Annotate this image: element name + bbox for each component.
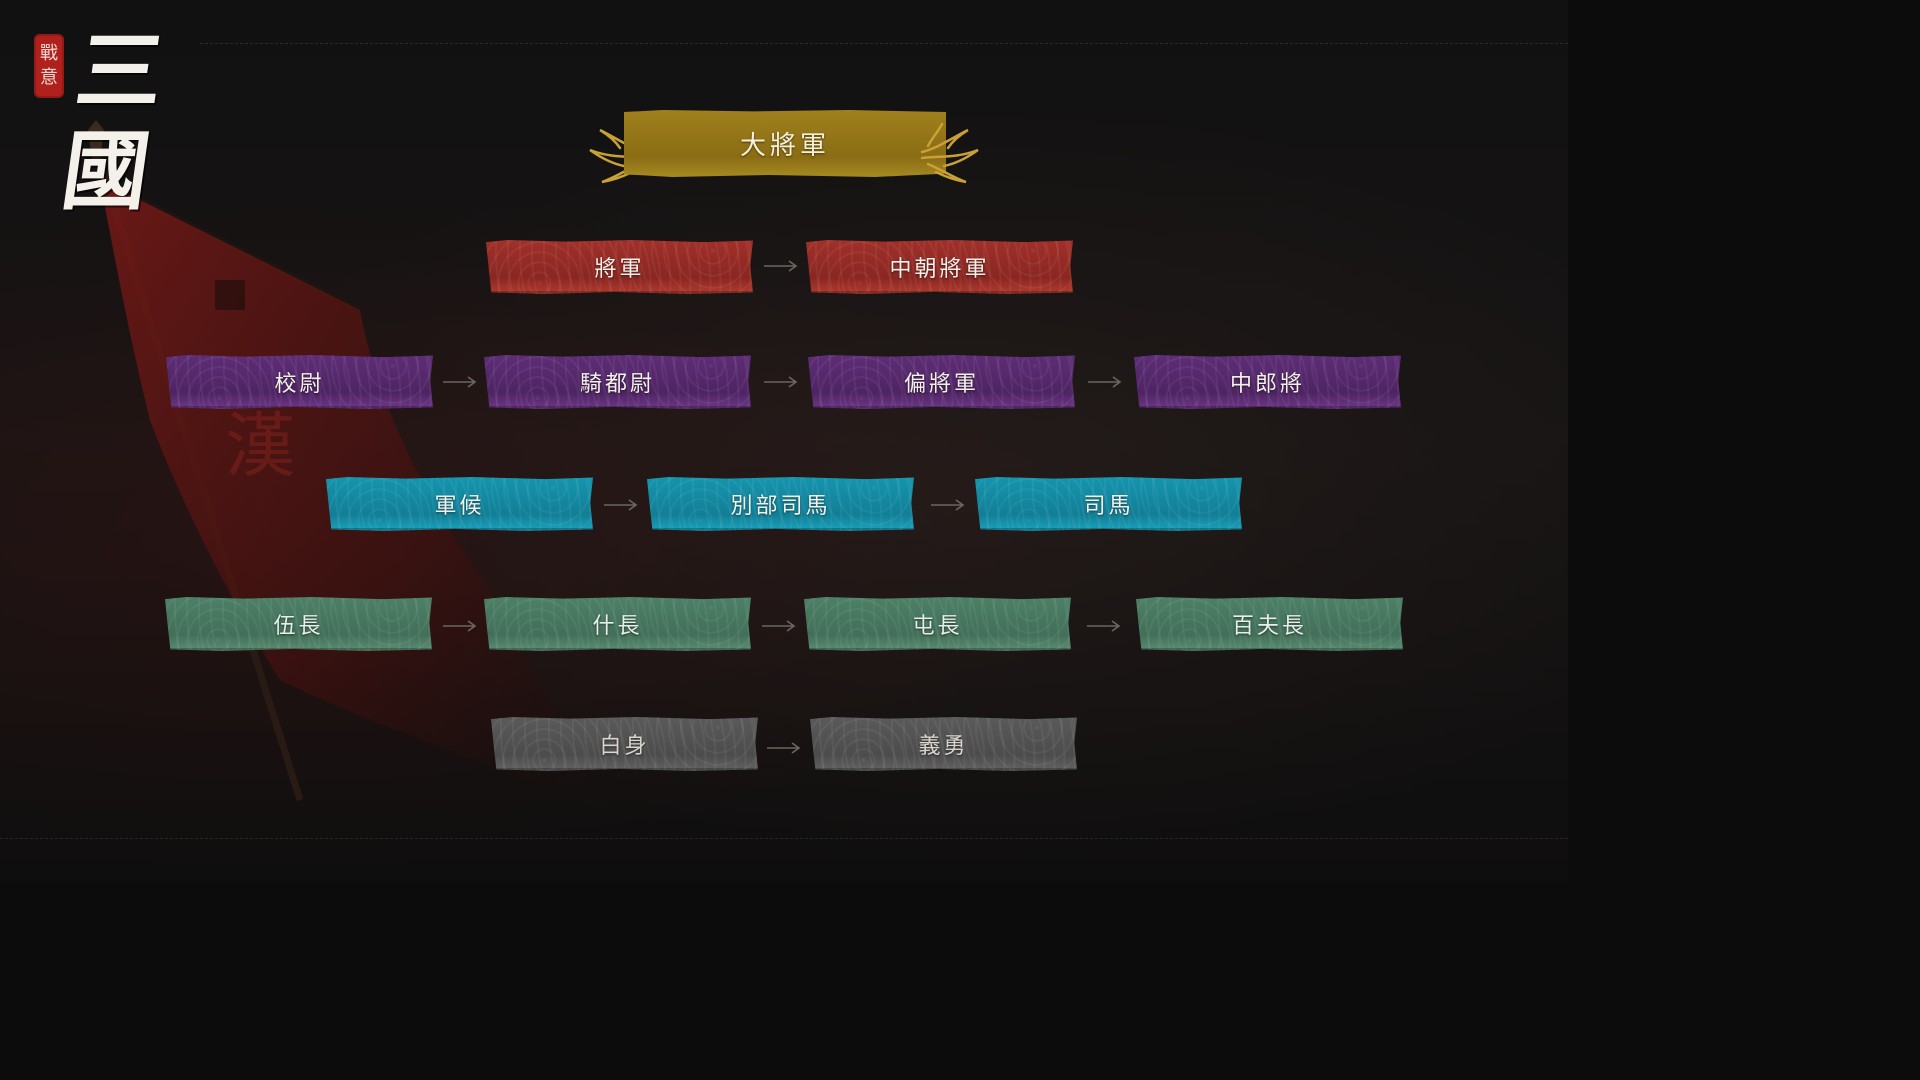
logo-seal: 戰意 [34, 34, 64, 98]
rank-wu-zhang[interactable]: 伍長 [165, 597, 432, 651]
rank-label: 騎都尉 [579, 372, 655, 397]
rank-zhong-lang-jiang[interactable]: 中郎將 [1134, 355, 1401, 409]
rank-bie-bu-si-ma[interactable]: 別部司馬 [647, 477, 914, 531]
bottom-divider [0, 838, 1568, 839]
rank-label: 白身 [599, 734, 650, 759]
rank-xiao-wei[interactable]: 校尉 [166, 355, 433, 409]
rank-jun-hou[interactable]: 軍候 [326, 477, 593, 531]
rank-label: 中朝將軍 [889, 257, 990, 282]
logo-seal-char: 戰 [40, 43, 58, 64]
rank-yi-yong[interactable]: 義勇 [810, 717, 1077, 771]
logo-title: 三國 [55, 21, 165, 222]
rank-label: 義勇 [918, 734, 969, 759]
right-arrow-icon [764, 376, 798, 388]
rank-label: 將軍 [594, 257, 645, 282]
rank-bai-fu-zhang[interactable]: 百夫長 [1136, 597, 1403, 651]
rank-shi-zhang[interactable]: 什長 [484, 597, 751, 651]
rank-qi-du-wei[interactable]: 騎都尉 [484, 355, 751, 409]
rank-da-jiang-jun[interactable]: 大將軍 [624, 110, 946, 177]
war-banner-icon: 漢 [86, 120, 600, 810]
rank-bai-shen[interactable]: 白身 [491, 717, 758, 771]
rank-label: 伍長 [273, 614, 324, 639]
right-arrow-icon [767, 742, 801, 754]
right-arrow-icon [764, 260, 798, 272]
rank-label: 偏將軍 [903, 372, 979, 397]
rank-label: 別部司馬 [730, 494, 831, 519]
rank-jiang-jun[interactable]: 將軍 [486, 240, 753, 294]
right-arrow-icon [931, 499, 965, 511]
rank-label: 軍候 [434, 494, 485, 519]
right-arrow-icon [1087, 620, 1121, 632]
rank-si-ma[interactable]: 司馬 [975, 477, 1242, 531]
rank-label: 什長 [592, 614, 643, 639]
game-logo: 戰意 三國 [34, 21, 214, 222]
rank-zhong-chao-jiang-jun[interactable]: 中朝將軍 [806, 240, 1073, 294]
right-arrow-icon [762, 620, 796, 632]
right-arrow-icon [443, 620, 477, 632]
rank-pian-jiang-jun[interactable]: 偏將軍 [808, 355, 1075, 409]
rank-label: 大將軍 [739, 131, 830, 161]
rank-label: 中郎將 [1229, 372, 1305, 397]
rank-label: 百夫長 [1231, 614, 1307, 639]
right-arrow-icon [604, 499, 638, 511]
rank-label: 司馬 [1083, 494, 1134, 519]
top-divider [200, 43, 1568, 44]
dragon-ornament-icon [920, 122, 979, 184]
rank-chart-screen: 漢 戰意 三國 大將軍 將軍 中朝將軍 校尉 [0, 0, 1568, 882]
logo-seal-char: 意 [40, 67, 58, 88]
right-arrow-icon [1088, 376, 1122, 388]
rank-tun-zhang[interactable]: 屯長 [804, 597, 1071, 651]
rank-label: 屯長 [912, 614, 963, 639]
right-arrow-icon [443, 376, 477, 388]
svg-text:漢: 漢 [225, 405, 295, 487]
rank-label: 校尉 [274, 372, 325, 397]
